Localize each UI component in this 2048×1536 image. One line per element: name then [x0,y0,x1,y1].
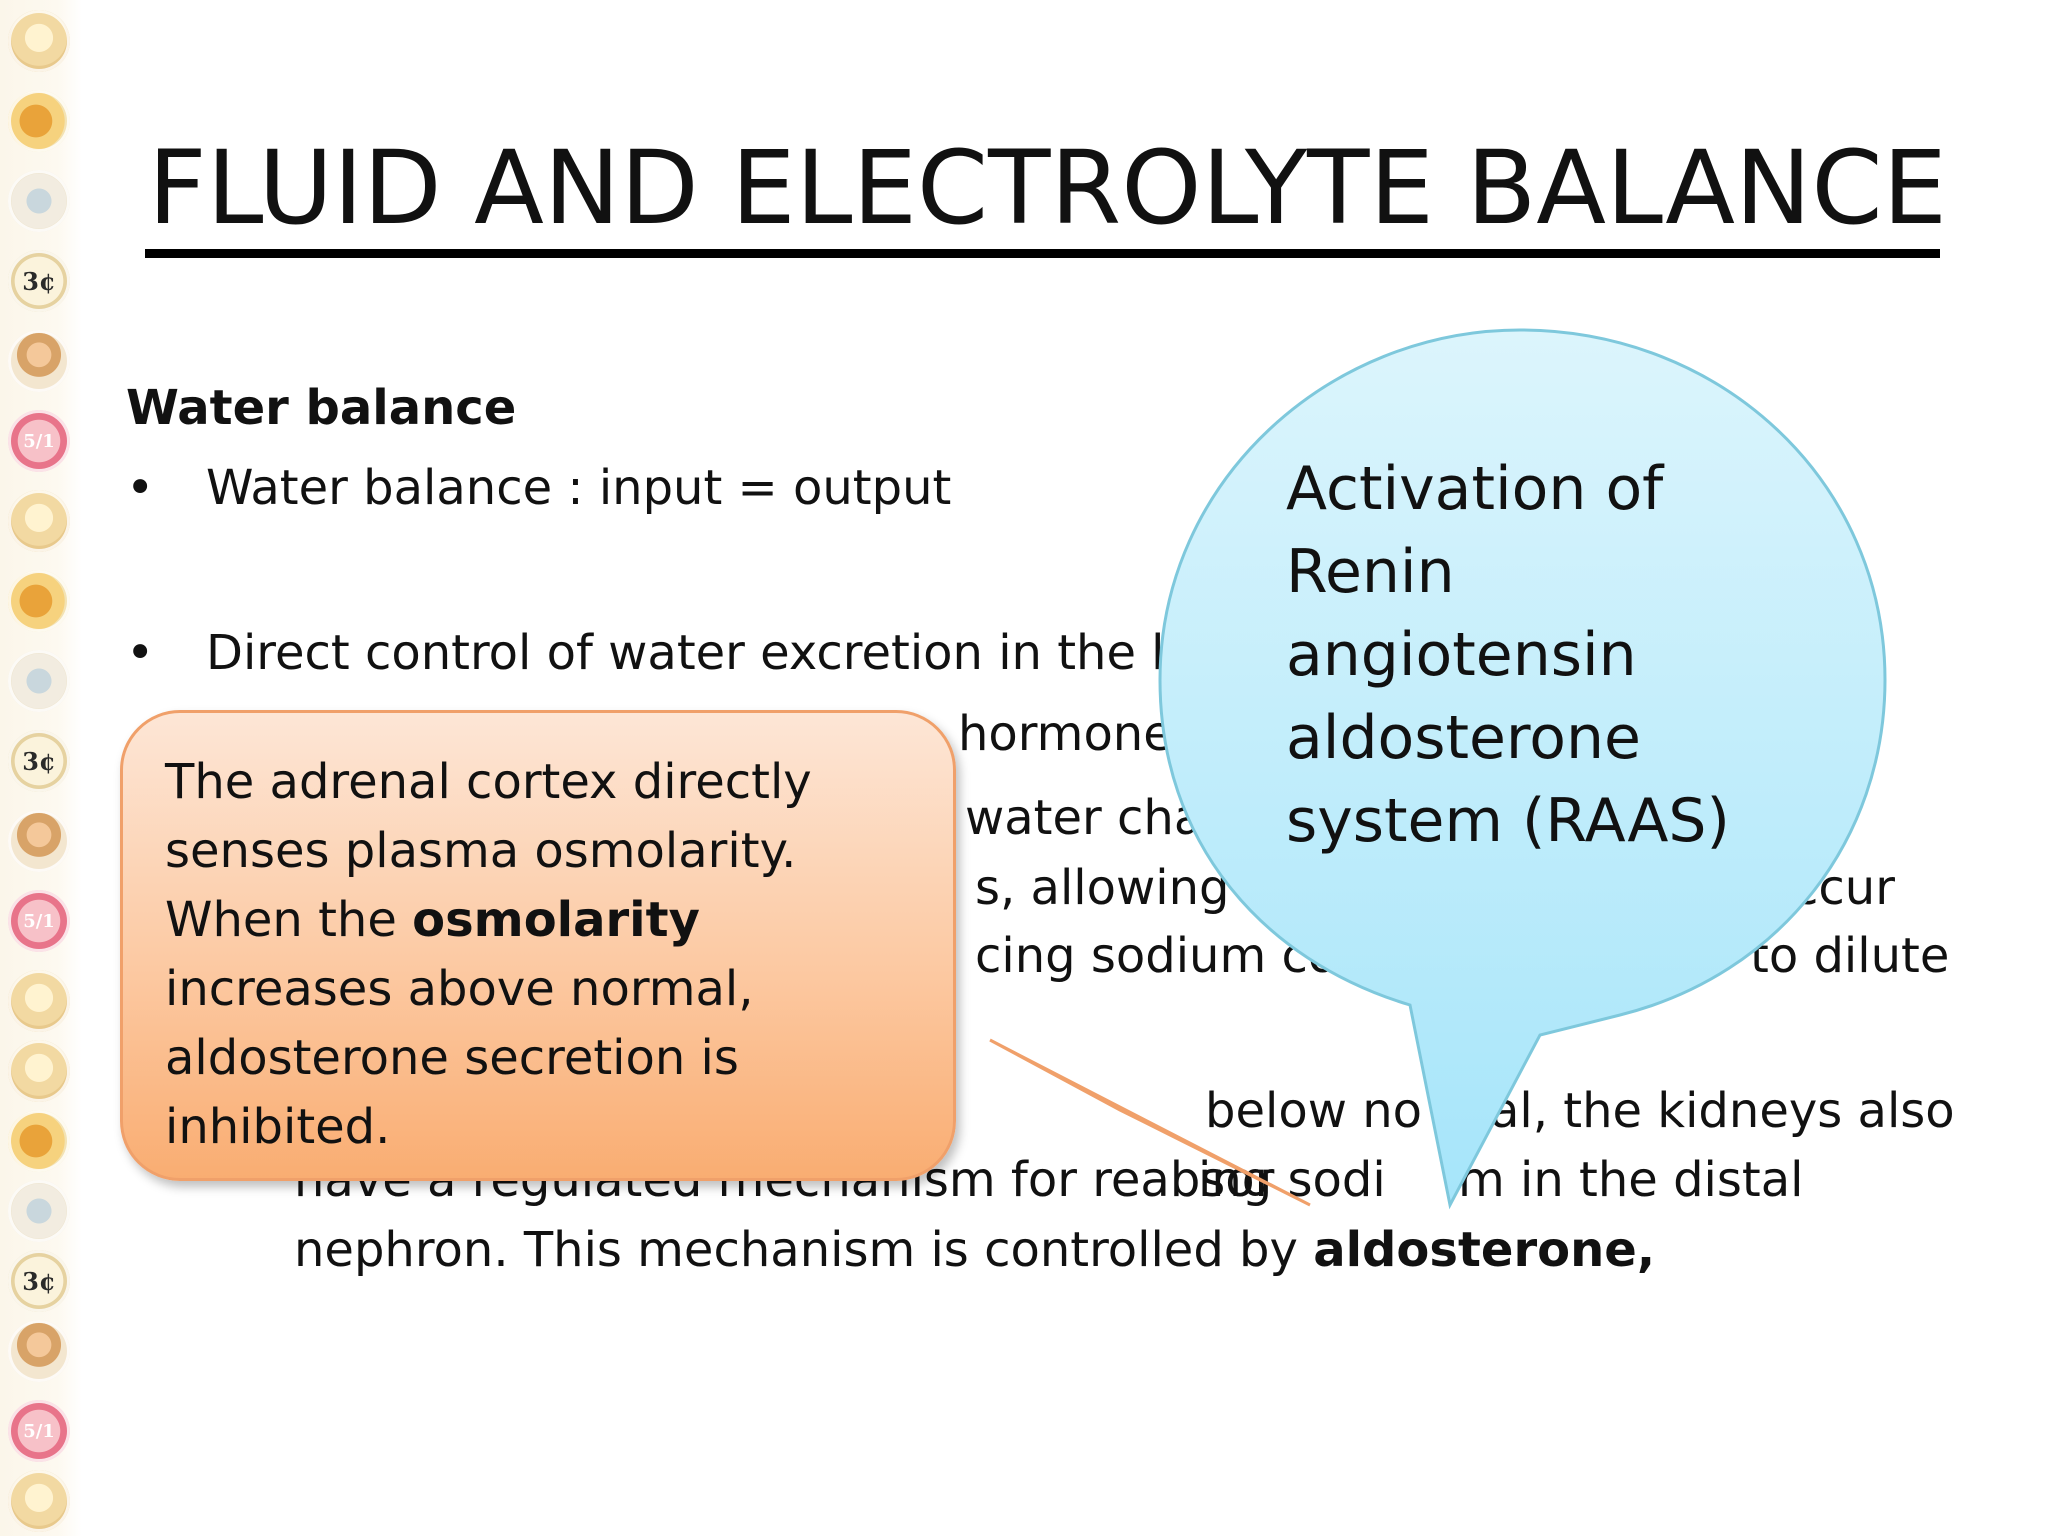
cup-stamp-icon [8,10,70,72]
body-fragment: hormone [958,706,1173,762]
bullet-item: • Direct control of water excretion in th… [126,625,1192,681]
body-text: nephron. This mechanism is controlled by [294,1222,1314,1278]
orange-callout-tail [989,1038,1311,1207]
callout-text: The adrenal cortex directly senses plasm… [165,754,812,948]
fruit-stamp-icon [8,570,70,632]
bullet-dot-icon: • [126,460,155,516]
kid-stamp-icon [8,330,70,392]
coin-stamp-icon: 3¢ [8,1250,70,1312]
callout-line: angiotensin [1286,620,1637,690]
coin-stamp-icon: 3¢ [8,730,70,792]
cup-stamp-icon [8,970,70,1032]
fruit-stamp-icon [8,1110,70,1172]
toy-stamp-icon [8,650,70,712]
body-fragment: ing sodi [1198,1152,1386,1208]
bullet-item: • Water balance : input = output [126,460,951,516]
callout-bold-text: osmolarity [412,892,700,948]
blue-callout-balloon [1158,328,1887,1210]
body-fragment: below no [1205,1083,1423,1139]
body-fragment: al, the kidneys also [1490,1083,1955,1139]
coin-stamp-icon: 3¢ [8,250,70,312]
price-stamp-icon: 5/1 [8,1400,70,1462]
price-stamp-icon: 5/1 [8,410,70,472]
bullet-dot-icon: • [126,625,155,681]
slide-title: FLUID AND ELECTROLYTE BALANCE [148,129,1947,248]
bullet-text: Water balance : input = output [206,460,952,516]
kid-stamp-icon [8,810,70,872]
body-fragment: cing sodium co [975,928,1338,984]
cup-stamp-icon [8,1040,70,1102]
callout-text: increases above normal, aldosterone secr… [165,961,754,1155]
callout-line: system (RAAS) [1286,786,1730,856]
price-stamp-icon: 5/1 [8,890,70,952]
toy-stamp-icon [8,1180,70,1242]
decorative-stamp-strip: 3¢ 5/1 3¢ 5/1 3¢ 5/1 [0,0,82,1536]
section-heading: Water balance [126,380,517,436]
bullet-text: Direct control of water excretion in the… [206,625,1193,681]
callout-line: Activation of [1286,454,1664,524]
title-underline [145,249,1940,258]
callout-line: Renin [1286,537,1455,607]
kid-stamp-icon [8,1320,70,1382]
cup-stamp-icon [8,490,70,552]
orange-callout-text: The adrenal cortex directly senses plasm… [165,748,925,1162]
cup-stamp-icon [8,1470,70,1532]
fruit-stamp-icon [8,90,70,152]
orange-callout-box [120,710,956,1181]
body-line: nephron. This mechanism is controlled by… [294,1222,1655,1278]
callout-line: aldosterone [1286,703,1641,773]
body-fragment: water cha [965,790,1204,846]
body-fragment: to dilute [1750,928,1950,984]
body-fragment: s, allowing [975,860,1230,916]
body-bold-text: aldosterone, [1313,1222,1656,1278]
body-fragment: m in the distal [1458,1152,1804,1208]
blue-callout-text: Activation of Renin angiotensin aldoster… [1286,448,1756,863]
toy-stamp-icon [8,170,70,232]
